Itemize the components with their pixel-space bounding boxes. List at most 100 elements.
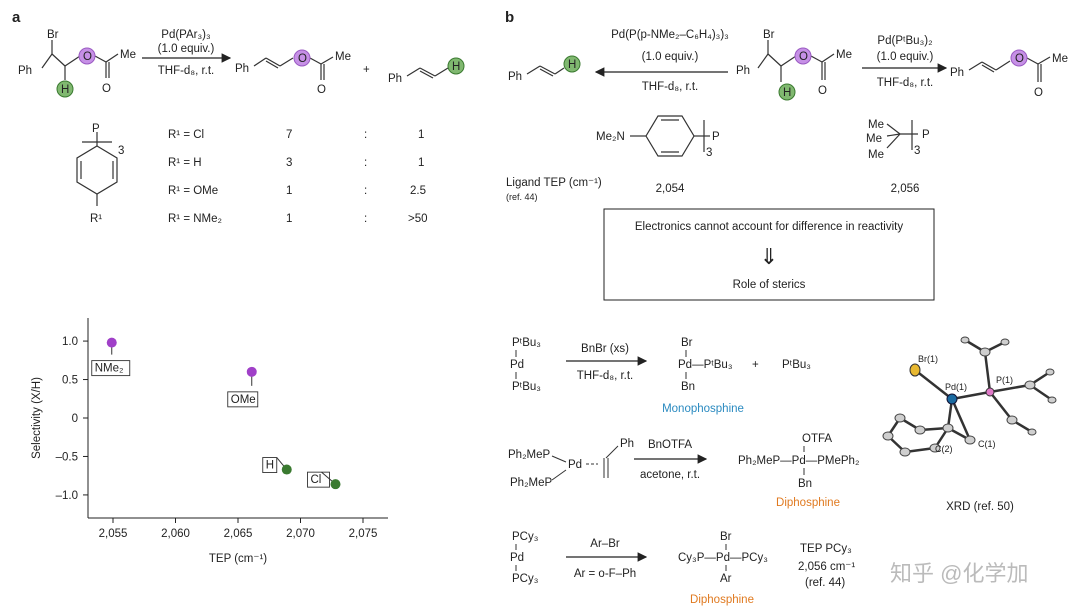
row2-product-top: OTFA: [802, 433, 832, 445]
conclusion-arrow: ⇓: [760, 245, 778, 270]
row3-tep-2: 2,056 cm⁻¹: [798, 561, 855, 573]
row3-product-bot: Ar: [720, 573, 732, 585]
table-left-2: 3: [286, 157, 292, 169]
row1-ligand-top: PᵗBu₃: [512, 337, 541, 349]
panel-b-tbu-me-2: Me: [866, 133, 882, 145]
row3-pd: Pd: [510, 552, 524, 564]
panel-b-aryl-sub3: 3: [706, 147, 712, 159]
panel-a-ph: Ph: [18, 65, 32, 77]
chart-x-label: TEP (cm⁻¹): [209, 553, 267, 565]
chart-point: [106, 337, 117, 348]
panel-b-br: Br: [763, 29, 775, 41]
scheme-row-3: PCy₃ Pd PCy₃ Ar–Br Ar = o-F–Ph Br Cy₃P—P…: [510, 531, 855, 606]
table-right-1: 1: [418, 129, 424, 141]
panel-a-product-oxygen: [293, 49, 311, 67]
panel-b-right-cond-1: Pd(PᵗBu₃)₂: [877, 35, 932, 47]
panel-b-right-product-o-carbonyl: O: [1034, 87, 1043, 99]
chart-point-label-box: [227, 391, 259, 408]
chart-y-tick-label: 0: [72, 413, 78, 425]
chart-point-label: H: [266, 460, 274, 472]
table-left-4: 1: [286, 213, 292, 225]
panel-b-right-product: [968, 56, 1051, 82]
panel-b-right-product-oxygen: [1010, 49, 1028, 67]
panel-a-cond-2: (1.0 equiv.): [158, 43, 215, 55]
table-right-3: 2.5: [410, 185, 426, 197]
chart-point-label: NMe₂: [95, 363, 124, 375]
row2-pd: Pd: [568, 459, 582, 471]
panel-b-left-cond-3: THF-d₈, r.t.: [642, 81, 699, 93]
chart-point-label-box: [307, 471, 330, 488]
row2-product-bot: Bn: [798, 478, 812, 490]
row1-ligand-bottom: PᵗBu₃: [512, 381, 541, 393]
xrd-label-c2: C(2): [935, 444, 953, 454]
chart-point-label: Cl: [311, 474, 322, 486]
panel-a-product2-h-highlight: [447, 57, 465, 75]
table-sub-4: R¹ = NMe₂: [168, 213, 222, 225]
row3-tep-3: (ref. 44): [805, 577, 845, 589]
panel-b-right-product-me: Me: [1052, 53, 1068, 65]
panel-b-tep-ref: (ref. 44): [506, 192, 538, 202]
panel-a-oxygen-highlight: [78, 47, 96, 65]
xrd-label-pd: Pd(1): [945, 382, 967, 392]
table-colon-1: :: [364, 129, 367, 141]
row2-ligand-top: Ph₂MeP: [508, 449, 551, 461]
panel-a-label: a: [12, 9, 21, 26]
panel-b-label: b: [505, 9, 514, 26]
panel-a-o-carbonyl: O: [102, 83, 111, 95]
chart-y-tick-label: –1.0: [56, 490, 78, 502]
table-sub-2: R¹ = H: [168, 157, 202, 169]
panel-b-left-product-ph: Ph: [508, 71, 522, 83]
panel-b-tbu-me-1: Me: [868, 119, 884, 131]
panel-b-tbu-me-3: Me: [868, 149, 884, 161]
panel-a-ligand-p: P: [92, 123, 100, 135]
row2-product-mid: Ph₂MeP—Pd—PMePh₂: [738, 455, 859, 467]
panel-b-right-product-o: O: [1015, 53, 1024, 65]
row1-caption: Monophosphine: [662, 403, 744, 415]
row3-ligand-bottom: PCy₃: [512, 573, 539, 585]
panel-b-left-cond-2: (1.0 equiv.): [642, 51, 699, 63]
panel-a-product2-h: H: [452, 61, 460, 73]
panel-a-product-o-carbonyl: O: [317, 84, 326, 96]
panel-b-me: Me: [836, 49, 852, 61]
row1-product-bot: Bn: [681, 381, 695, 393]
panel-a-product-o: O: [298, 53, 307, 65]
row3-product-top: Br: [720, 531, 732, 543]
panel-a-cond-1: Pd(PAr₃)₃: [161, 29, 211, 41]
chart-x-tick-label: 2,070: [286, 528, 315, 540]
chart-y-tick-label: 1.0: [62, 336, 78, 348]
chart-point-label-box: [262, 457, 278, 473]
row3-caption: Diphosphine: [690, 594, 754, 606]
panel-a-plus: +: [363, 64, 370, 76]
row1-plus: +: [752, 359, 759, 371]
table-colon-4: :: [364, 213, 367, 225]
panel-b-ph: Ph: [736, 65, 750, 77]
panel-b-reactant: [757, 40, 835, 82]
row3-product-mid: Cy₃P—Pd—PCy₃: [678, 552, 768, 564]
row1-product-top: Br: [681, 337, 693, 349]
chart-x-tick-label: 2,055: [99, 528, 128, 540]
row2-ligand-bottom: Ph₂MeP: [510, 477, 553, 489]
row3-tep-1: TEP PCy₃: [800, 543, 852, 555]
chart-y-tick-label: 0.5: [62, 375, 78, 387]
panel-b-tep-left: 2,054: [656, 183, 685, 195]
table-left-1: 7: [286, 129, 292, 141]
xrd-caption: XRD (ref. 50): [946, 501, 1014, 513]
row1-product-mid: Pd—PᵗBu₃: [678, 359, 733, 371]
panel-b-left-product: [526, 65, 565, 77]
scheme-row-2: Ph₂MeP Pd Ph₂MeP Ph BnOTFA acetone, r.t.…: [508, 433, 859, 509]
panel-b-tep-label: Ligand TEP (cm⁻¹): [506, 177, 602, 189]
panel-a-me: Me: [120, 49, 136, 61]
chart-x-tick-label: 2,065: [224, 528, 253, 540]
conclusion-box: [603, 208, 935, 301]
panel-a-product-me: Me: [335, 51, 351, 63]
panel-b-aryl-ligand: [630, 115, 710, 157]
row1-byproduct: PᵗBu₃: [782, 359, 811, 371]
panel-b-aryl-p: P: [712, 131, 720, 143]
table-sub-1: R¹ = Cl: [168, 129, 204, 141]
xrd-pd-atom: [946, 393, 958, 405]
panel-a-product-ph: Ph: [235, 63, 249, 75]
table-left-3: 1: [286, 185, 292, 197]
row2-caption: Diphosphine: [776, 497, 840, 509]
